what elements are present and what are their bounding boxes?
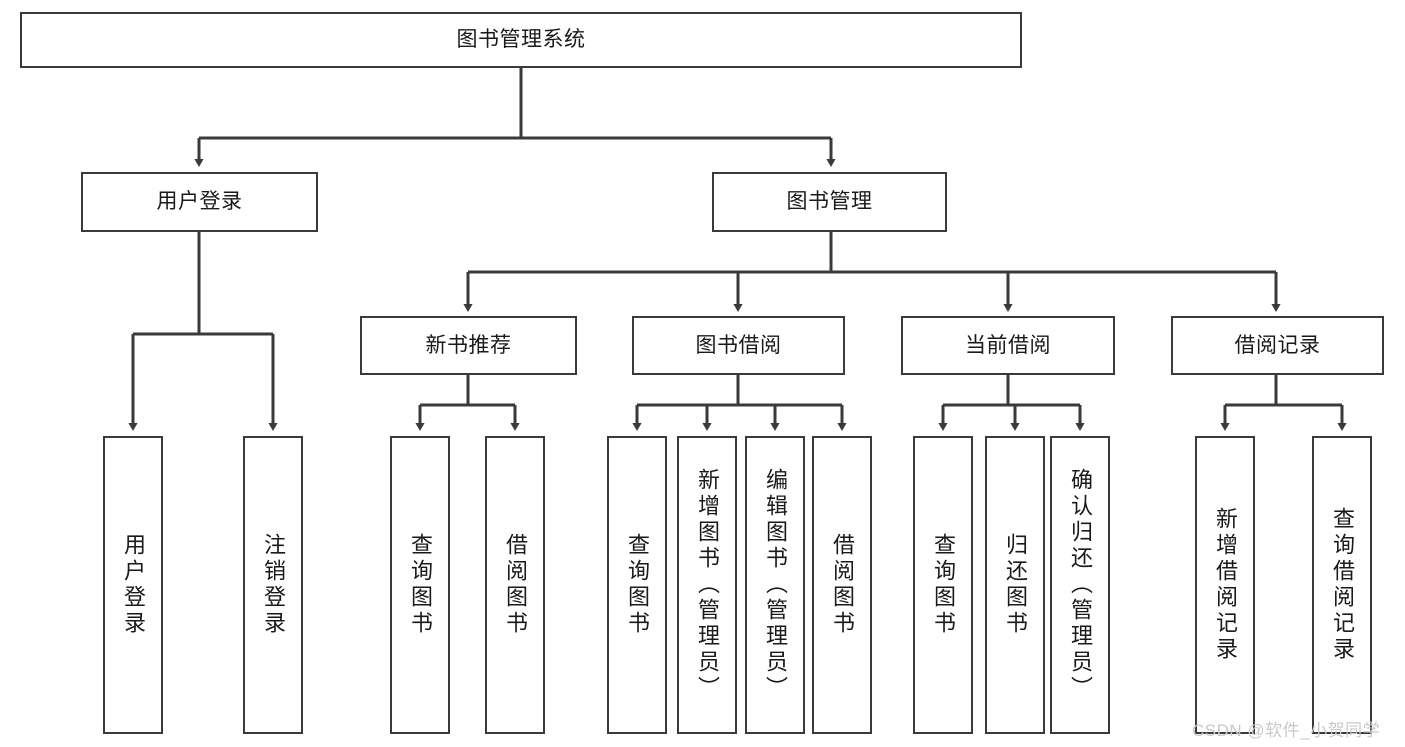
node-book-borrow[interactable]: 图书借阅 — [632, 316, 845, 375]
node-root[interactable]: 图书管理系统 — [20, 12, 1022, 68]
node-user-login[interactable]: 用户登录 — [81, 172, 318, 232]
node-leaf-edit-book-label: 编辑图书（管理员） — [763, 468, 788, 702]
node-leaf-borrow-book-2-label: 借阅图书 — [830, 533, 855, 637]
node-borrow-record-label: 借阅记录 — [1234, 333, 1321, 357]
node-new-book-rec-label: 新书推荐 — [425, 333, 512, 357]
node-borrow-record[interactable]: 借阅记录 — [1171, 316, 1384, 375]
node-leaf-borrow-book-1-label: 借阅图书 — [503, 533, 528, 637]
node-leaf-add-record-label: 新增借阅记录 — [1213, 507, 1238, 663]
watermark: CSDN @软件_小贺同学 — [1192, 721, 1381, 740]
node-leaf-confirm-return[interactable]: 确认归还（管理员） — [1050, 436, 1110, 734]
node-leaf-confirm-return-label: 确认归还（管理员） — [1068, 468, 1093, 702]
node-leaf-return-book-label: 归还图书 — [1003, 533, 1028, 637]
node-leaf-query-book-3-label: 查询图书 — [931, 533, 956, 637]
node-current-borrow[interactable]: 当前借阅 — [901, 316, 1115, 375]
node-leaf-user-logout-label: 注销登录 — [261, 533, 286, 637]
node-root-label: 图书管理系统 — [456, 28, 586, 52]
node-leaf-return-book[interactable]: 归还图书 — [985, 436, 1045, 734]
node-leaf-query-book-2-label: 查询图书 — [625, 533, 650, 637]
node-leaf-query-book-1-label: 查询图书 — [408, 533, 433, 637]
node-book-manage[interactable]: 图书管理 — [712, 172, 947, 232]
node-leaf-query-book-3[interactable]: 查询图书 — [913, 436, 973, 734]
node-leaf-user-login[interactable]: 用户登录 — [103, 436, 163, 734]
node-leaf-query-record[interactable]: 查询借阅记录 — [1312, 436, 1372, 734]
node-leaf-user-logout[interactable]: 注销登录 — [243, 436, 303, 734]
node-book-manage-label: 图书管理 — [786, 190, 873, 214]
node-book-borrow-label: 图书借阅 — [695, 333, 782, 357]
node-leaf-add-book[interactable]: 新增图书（管理员） — [677, 436, 737, 734]
node-leaf-borrow-book-2[interactable]: 借阅图书 — [812, 436, 872, 734]
node-leaf-edit-book[interactable]: 编辑图书（管理员） — [745, 436, 805, 734]
node-leaf-query-record-label: 查询借阅记录 — [1330, 507, 1355, 663]
node-current-borrow-label: 当前借阅 — [965, 333, 1051, 357]
node-leaf-query-book-1[interactable]: 查询图书 — [390, 436, 450, 734]
node-leaf-add-book-label: 新增图书（管理员） — [695, 468, 720, 702]
node-leaf-user-login-label: 用户登录 — [121, 533, 146, 637]
node-leaf-query-book-2[interactable]: 查询图书 — [607, 436, 667, 734]
node-new-book-rec[interactable]: 新书推荐 — [360, 316, 577, 375]
node-leaf-add-record[interactable]: 新增借阅记录 — [1195, 436, 1255, 734]
node-user-login-label: 用户登录 — [156, 190, 243, 214]
node-leaf-borrow-book-1[interactable]: 借阅图书 — [485, 436, 545, 734]
